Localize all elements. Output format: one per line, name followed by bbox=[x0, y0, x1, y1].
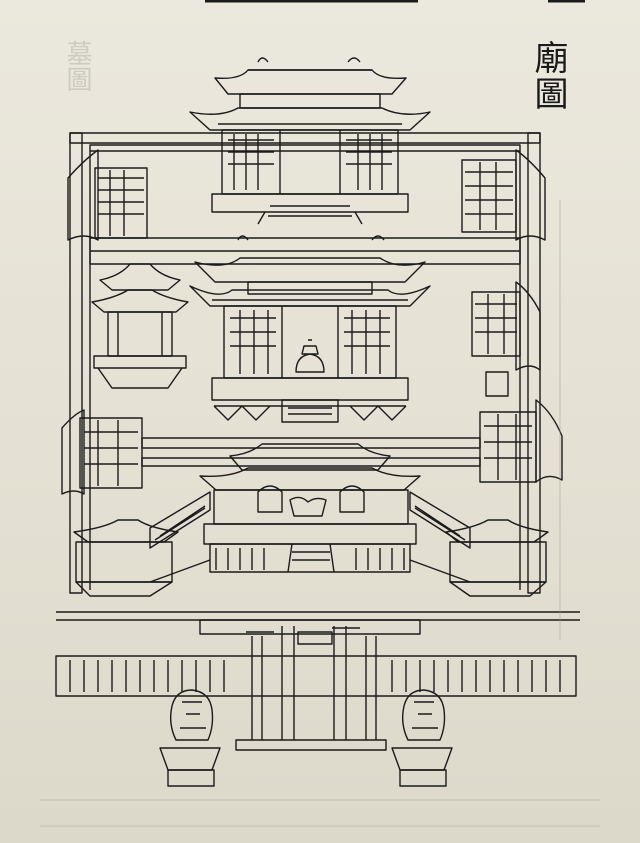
side-corridors bbox=[73, 491, 549, 597]
inner-cross-walls bbox=[141, 437, 481, 467]
right-side-buildings bbox=[471, 281, 563, 483]
page-title: 廟圖 bbox=[528, 40, 568, 112]
rear-hall bbox=[189, 57, 431, 225]
guardian-lion-right bbox=[391, 689, 453, 787]
front-gate-hall bbox=[199, 443, 421, 573]
front-wall-and-gate bbox=[55, 611, 580, 751]
middle-hall bbox=[189, 235, 431, 423]
bleed-through-lines bbox=[40, 200, 600, 827]
left-bell-pavilion bbox=[91, 263, 189, 389]
guardian-lion-left bbox=[159, 689, 221, 787]
upper-side-pavilions bbox=[67, 149, 546, 241]
left-side-buildings bbox=[61, 409, 143, 495]
bleed-through-text: 墓圖 bbox=[62, 40, 92, 92]
